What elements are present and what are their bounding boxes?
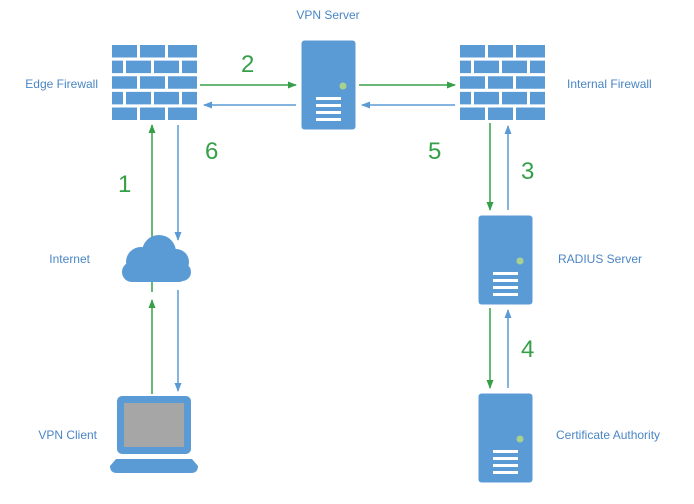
certificate-authority-label: Certificate Authority [556,428,661,442]
step-4-number: 4 [521,336,535,363]
server-led [516,435,524,443]
server-led [516,257,524,265]
step-6-number: 6 [205,138,219,165]
internal-firewall-label: Internal Firewall [567,77,652,91]
vpn-server-icon [301,40,356,130]
step-3-number: 3 [521,158,535,185]
radius-server-label: RADIUS Server [558,252,643,266]
server-vents [493,272,518,296]
server-vents [493,450,518,474]
server-vents [316,97,341,121]
vpn-server-label: VPN Server [296,8,360,22]
radius-server-icon [478,215,533,305]
vpn-client-label: VPN Client [38,428,97,442]
step-1-number: 1 [118,171,132,198]
internal-firewall-icon [460,45,545,120]
edge-firewall-icon [112,45,197,120]
laptop-base [110,459,198,473]
server-led [339,82,347,90]
edge-firewall-label: Edge Firewall [25,77,98,91]
step-5-number: 5 [428,138,442,165]
certificate-authority-server-icon [478,393,533,483]
step-2-number: 2 [241,51,255,78]
internet-cloud-icon [122,235,191,282]
laptop-screen [124,403,184,447]
internet-label: Internet [49,252,90,266]
vpn-client-laptop-icon [110,396,198,473]
